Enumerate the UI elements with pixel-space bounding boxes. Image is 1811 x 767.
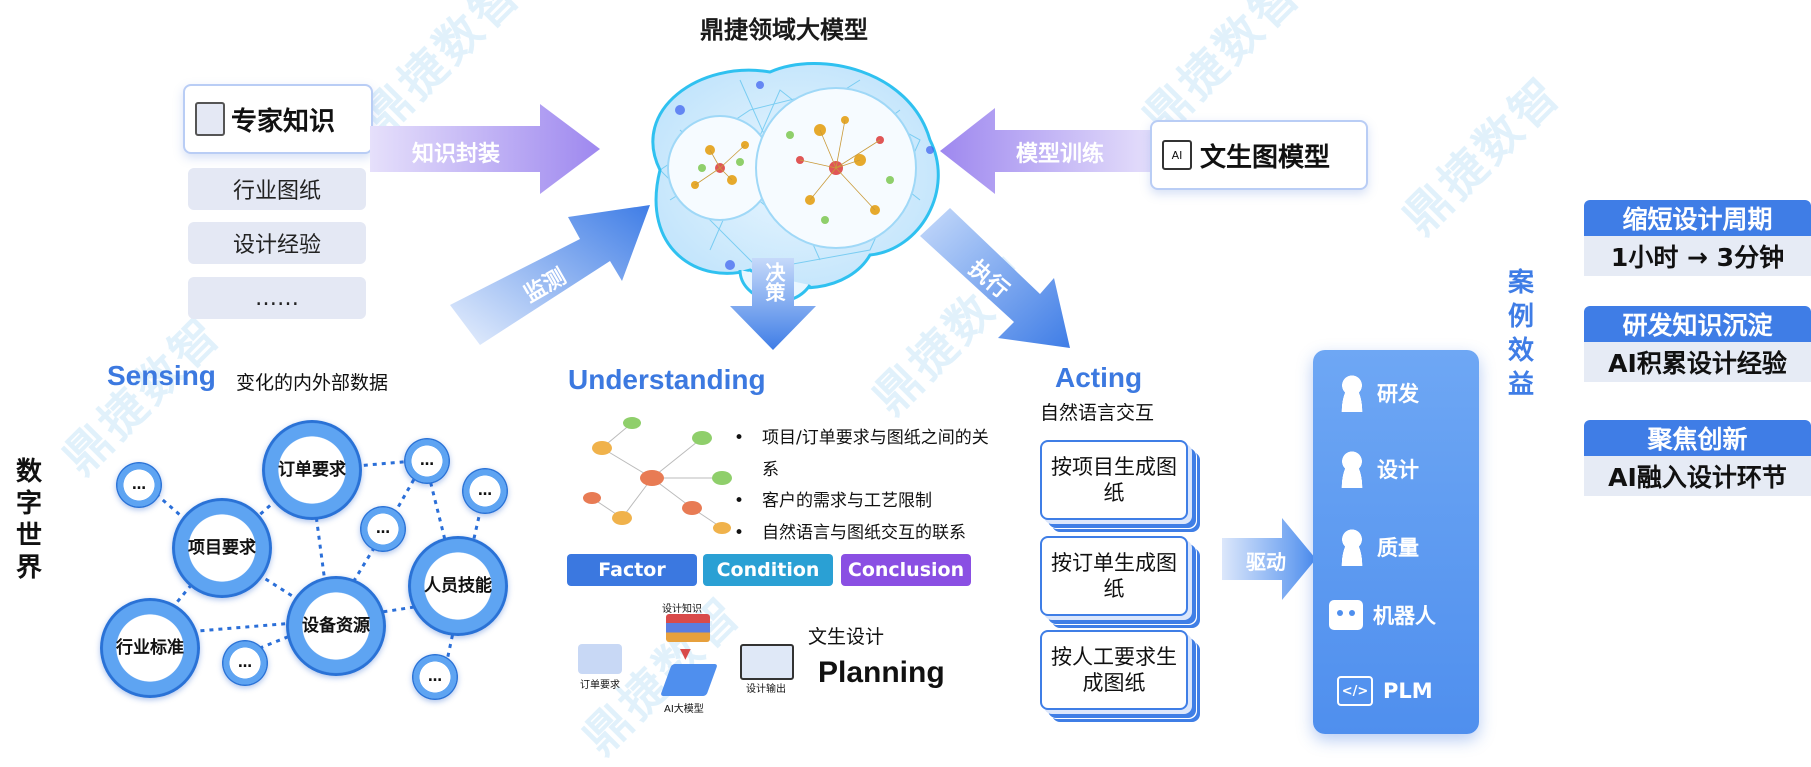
books-icon — [666, 614, 710, 642]
decision-label: 决策 — [762, 262, 786, 302]
down-arrow-icon: ▼ — [680, 646, 691, 662]
role-robot: 机器人 — [1329, 600, 1436, 630]
design-knowledge-label: 设计知识 — [662, 604, 702, 615]
ring-order-requirement: 订单要求 — [262, 420, 362, 520]
decision-arrow — [730, 258, 816, 350]
understanding-bullet-1: • 项目/订单要求与图纸之间的关系 — [734, 428, 989, 480]
role-label: 设计 — [1377, 458, 1419, 482]
planning-illustration: 设计知识 ▼ 订单要求 AI大模型 设计输出 — [570, 600, 810, 720]
ring-industry-standard: 行业标准 — [100, 598, 200, 698]
understanding-title: Understanding — [568, 364, 766, 395]
document-icon — [195, 102, 225, 136]
roles-panel: 研发 设计 质量 机器人 </> PLM — [1313, 350, 1479, 734]
knowledge-pack-label: 知识封装 — [412, 142, 501, 167]
benefit-3-head: 聚焦创新 — [1584, 420, 1811, 456]
role-design: 设计 — [1337, 450, 1419, 488]
code-icon: </> — [1337, 676, 1373, 706]
drive-label: 驱动 — [1246, 550, 1286, 574]
role-label: 质量 — [1377, 536, 1419, 560]
knowledge-item-drawings: 行业图纸 — [188, 168, 366, 210]
text-to-image-model-box: AI 文生图模型 — [1150, 120, 1368, 190]
model-title: 鼎捷领域大模型 — [700, 16, 868, 44]
benefit-2-body: AI积累设计经验 — [1584, 342, 1811, 382]
ai-chip-icon: AI — [1162, 140, 1192, 170]
planning-subtitle: 文生设计 — [808, 626, 885, 648]
model-training-arrow — [940, 108, 1155, 194]
model-training-label: 模型训练 — [1016, 142, 1105, 167]
person-icon — [1337, 374, 1367, 412]
brain-illustration — [651, 62, 940, 303]
case-benefits-label: 案例效益 — [1508, 268, 1535, 400]
order-requirement-label: 订单要求 — [580, 680, 620, 691]
role-rnd: 研发 — [1337, 374, 1419, 412]
execute-arrow — [920, 208, 1070, 348]
acting-card-order: 按订单生成图纸 — [1040, 536, 1188, 616]
expert-knowledge-box: 专家知识 — [183, 84, 373, 154]
ring-ellipsis-3: … — [462, 468, 508, 514]
benefit-1-head: 缩短设计周期 — [1584, 200, 1811, 236]
acting-card-project: 按项目生成图纸 — [1040, 440, 1188, 520]
tag-condition: Condition — [703, 554, 833, 586]
understanding-bullet-2: •客户的需求与工艺限制 — [734, 491, 933, 511]
knowledge-item-more: …… — [188, 277, 366, 319]
acting-card-manual: 按人工要求生成图纸 — [1040, 630, 1188, 710]
acting-title: Acting — [1055, 362, 1143, 393]
person-desk-icon — [578, 644, 622, 674]
benefit-3-body: AI融入设计环节 — [1584, 456, 1811, 496]
monitor-icon — [740, 644, 794, 680]
expert-knowledge-title: 专家知识 — [231, 106, 336, 137]
planning-title: Planning — [818, 656, 945, 689]
text-to-image-title: 文生图模型 — [1200, 142, 1331, 173]
role-label: 机器人 — [1373, 604, 1436, 628]
benefit-1-body: 1小时 → 3分钟 — [1584, 236, 1811, 276]
sensing-title: Sensing — [107, 360, 216, 391]
watermark-4: 鼎捷数智 — [1392, 65, 1572, 245]
monitor-arrow — [450, 205, 650, 345]
acting-subtitle: 自然语言交互 — [1040, 402, 1155, 424]
digital-world-label: 数字世界 — [16, 457, 43, 583]
ring-ellipsis-5: … — [222, 640, 268, 686]
benefit-2-head: 研发知识沉淀 — [1584, 306, 1811, 342]
knowledge-graph-illustration — [583, 417, 732, 534]
ai-model-label: AI大模型 — [664, 704, 704, 715]
robot-icon — [1329, 600, 1363, 630]
role-plm: </> PLM — [1337, 676, 1433, 706]
ring-ellipsis-4: … — [360, 506, 406, 552]
role-label: PLM — [1383, 679, 1433, 703]
ring-ellipsis-6: … — [412, 654, 458, 700]
role-label: 研发 — [1377, 382, 1419, 406]
knowledge-item-experience: 设计经验 — [188, 222, 366, 264]
drive-arrow — [1222, 518, 1316, 600]
design-output-label: 设计输出 — [746, 684, 786, 695]
ring-ellipsis-1: … — [116, 462, 162, 508]
ring-equipment-resource: 设备资源 — [286, 576, 386, 676]
ring-personnel-skill: 人员技能 — [408, 536, 508, 636]
understanding-bullet-3: •自然语言与图纸交互的联系 — [734, 523, 967, 543]
ring-project-requirement: 项目要求 — [172, 498, 272, 598]
tag-factor: Factor — [567, 554, 697, 586]
ai-model-icon — [660, 664, 718, 696]
person-icon — [1337, 450, 1367, 488]
role-quality: 质量 — [1337, 528, 1419, 566]
tag-conclusion: Conclusion — [841, 554, 971, 586]
knowledge-pack-arrow — [370, 104, 600, 194]
person-icon — [1337, 528, 1367, 566]
ring-ellipsis-2: … — [404, 438, 450, 484]
sensing-subtitle: 变化的内外部数据 — [236, 372, 389, 394]
